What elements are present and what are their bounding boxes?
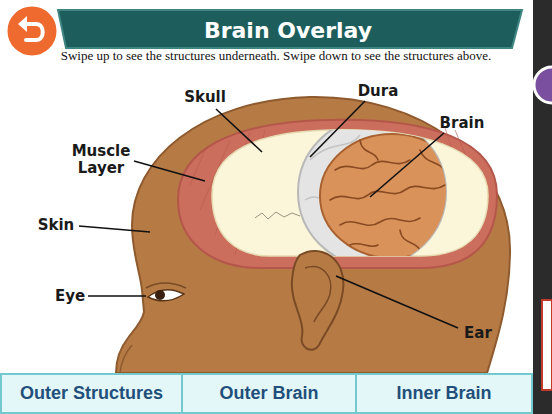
ear-inner <box>305 267 331 322</box>
tab-button: Outer Structures <box>0 373 183 414</box>
brain-group <box>320 134 464 258</box>
tab-button: Outer Brain <box>181 373 357 414</box>
screen-title: Brain Overlay <box>204 18 372 43</box>
part-label: Skull <box>184 89 226 106</box>
tab-label: Inner Brain <box>396 383 491 404</box>
edge-button <box>534 67 552 103</box>
eyelid <box>146 283 186 288</box>
tab-button: Inner Brain <box>355 373 533 414</box>
title-banner <box>58 10 522 48</box>
leader-dura <box>310 101 365 157</box>
part-label: Ear <box>464 325 492 342</box>
leader-skull <box>216 109 262 152</box>
dura-group <box>298 118 464 266</box>
skull-suture <box>255 212 300 219</box>
edge-panel <box>542 300 552 390</box>
part-label: Muscle Layer <box>66 143 136 177</box>
screen-edge <box>533 0 552 414</box>
ear <box>292 251 344 350</box>
brain-gyri <box>330 140 462 250</box>
brain <box>320 134 464 258</box>
tab-label: Outer Brain <box>219 383 318 404</box>
leader-eye <box>88 295 146 297</box>
back-arrow-head <box>18 16 27 32</box>
iris <box>155 290 165 300</box>
part-label: Skin <box>38 217 75 234</box>
head-skin <box>116 97 510 373</box>
leader-brain <box>370 133 444 197</box>
leader-ear <box>336 276 458 328</box>
tab-label: Outer Structures <box>20 383 163 404</box>
leader-skin <box>79 226 150 232</box>
nose-line <box>120 345 132 373</box>
leader-muscle <box>134 161 205 181</box>
back-button <box>6 5 58 57</box>
part-label: Eye <box>55 288 85 305</box>
eye <box>148 290 184 301</box>
instruction-text: Swipe up to see the structures underneat… <box>61 48 492 64</box>
part-label: Brain <box>440 115 485 132</box>
part-label: Dura <box>358 83 399 100</box>
leader-lines <box>79 101 458 328</box>
